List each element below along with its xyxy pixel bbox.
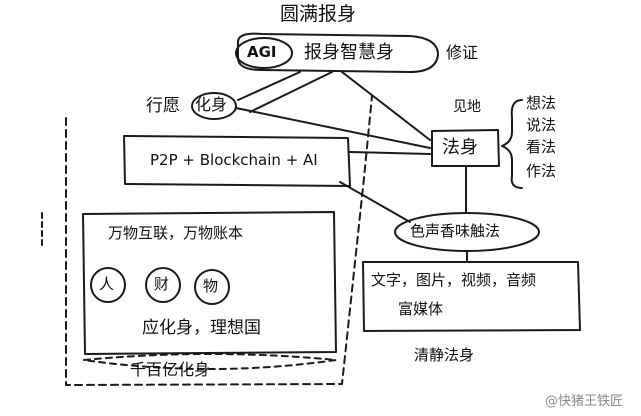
circle-things-outline <box>194 269 230 305</box>
practice-label: 行愿 <box>146 96 180 116</box>
tech-label: P2P + Blockchain + AI <box>150 151 318 169</box>
circle-wealth-label: 财 <box>154 275 170 293</box>
multimedia-label: 富媒体 <box>398 300 444 318</box>
watermark-text: @快猪王铁匠 <box>544 394 623 409</box>
thought-item: 作法 <box>526 162 557 180</box>
circle-things-label: 物 <box>203 277 219 295</box>
line-agi-to-incarnation <box>237 71 301 101</box>
circle-person-label: 人 <box>99 275 115 293</box>
seeing-label: 见地 <box>453 99 481 115</box>
billions-label: 千百亿化身 <box>130 360 211 379</box>
outer-dashed-boundary <box>65 95 373 386</box>
agi-body-label: 报身智慧身 <box>304 42 394 63</box>
media-label: 文字，图片，视频，音频 <box>371 271 537 289</box>
bottom-dashed-ellipse <box>83 353 337 370</box>
agi-ellipse <box>235 37 293 69</box>
line-incarnation-to-dharma <box>235 107 431 149</box>
thought-item: 看法 <box>526 138 557 156</box>
incarnation-ellipse <box>191 92 237 120</box>
thoughts-brace <box>501 99 523 189</box>
all-things-box <box>82 211 337 355</box>
clean-dharma-label: 清静法身 <box>414 346 475 364</box>
diagram-title: 圆满报身 <box>280 3 357 25</box>
circle-wealth-outline <box>145 267 181 303</box>
line-tech-to-samsara <box>339 181 411 223</box>
tech-box <box>123 135 351 187</box>
media-box <box>362 261 581 332</box>
agi-body-outline <box>237 32 439 73</box>
ideal-label: 应化身，理想国 <box>142 318 261 338</box>
thought-item: 想法 <box>526 94 557 112</box>
verify-label: 修证 <box>446 43 479 62</box>
circle-person-outline <box>90 267 126 303</box>
line-agi-to-practice <box>249 71 333 113</box>
agi-label: AGI <box>247 43 277 61</box>
samsara-label: 色声香味触法 <box>410 222 501 240</box>
line-agi-to-dharma <box>341 71 431 141</box>
all-things-label: 万物互联，万物账本 <box>108 224 244 242</box>
incarnation-label: 化身 <box>195 95 228 114</box>
thought-item: 说法 <box>526 116 557 134</box>
line-tech-to-dharma <box>349 151 431 155</box>
dharma-body-label: 法身 <box>442 137 478 158</box>
dharma-body-box <box>431 129 500 167</box>
